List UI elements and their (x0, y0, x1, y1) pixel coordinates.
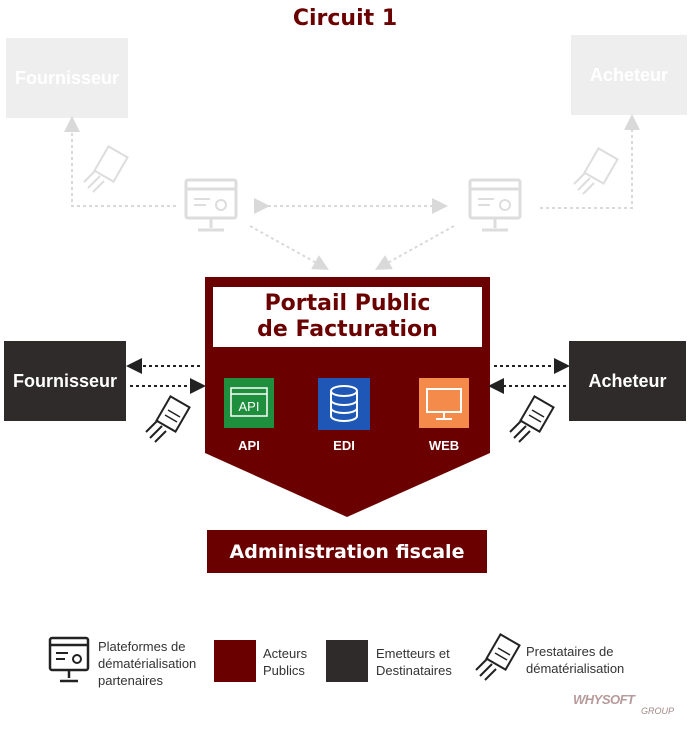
top-right-document-icon (573, 147, 619, 195)
whysoft-logo: WHYSOFT (573, 692, 635, 707)
monitor-icon (426, 388, 462, 420)
legend-providers-line2: dématérialisation (526, 661, 625, 676)
legend-platforms-text: Plateformes de dématérialisation partena… (98, 638, 196, 689)
top-flow-diagram (64, 114, 640, 270)
buyer-box: Acheteur (569, 341, 686, 421)
legend-providers-text: Prestataires de dématérialisation (526, 643, 624, 677)
admin-fiscale-box: Administration fiscale (207, 530, 487, 573)
admin-fiscale-label: Administration fiscale (229, 540, 465, 563)
supplier-label: Fournisseur (12, 370, 118, 391)
api-service-icon: API (224, 378, 274, 428)
supplier-box: Fournisseur (4, 341, 126, 421)
legend-platforms-line1: Plateformes de (98, 639, 186, 654)
top-left-arrow (64, 116, 176, 207)
top-supplier-box: Fournisseur (6, 38, 128, 118)
legend-public-text: Acteurs Publics (263, 645, 307, 679)
web-service-icon (419, 378, 469, 428)
legend-providers-line1: Prestataires de (526, 644, 614, 659)
edi-service-icon (318, 378, 370, 430)
legend-platforms-line3: partenaires (98, 673, 164, 688)
legend-platform-icon (48, 636, 90, 683)
right-provider-document-icon (509, 395, 555, 443)
top-right-arrow (540, 114, 640, 209)
legend-provider-document-icon (475, 633, 521, 681)
legend-public-swatch (214, 640, 256, 682)
left-provider-document-icon (145, 395, 191, 443)
legend-issuers-line1: Emetteurs et (376, 646, 450, 661)
api-icon-text: API (239, 399, 260, 414)
left-platform-icon (184, 178, 238, 232)
ppf-title-box: Portail Public de Facturation (213, 287, 482, 347)
legend-public-line2: Publics (263, 663, 305, 678)
top-left-document-icon (83, 145, 129, 193)
ppf-title-line1: Portail Public (264, 291, 431, 316)
buyer-label: Acheteur (588, 370, 667, 391)
legend-platforms-line2: dématérialisation (98, 656, 197, 671)
whysoft-logo-group: GROUP (641, 706, 675, 716)
top-buyer-label: Acheteur (589, 64, 669, 85)
database-icon (330, 385, 358, 422)
legend-issuers-line2: Destinataires (376, 663, 452, 678)
legend-issuers-text: Emetteurs et Destinataires (376, 645, 452, 679)
api-label: API (238, 438, 260, 453)
middle-flow-diagram (126, 358, 570, 443)
diagram-title: Circuit 1 (292, 6, 398, 31)
top-supplier-label: Fournisseur (14, 67, 120, 88)
web-label: WEB (428, 438, 460, 453)
ppf-title-line2: de Facturation (257, 317, 438, 342)
edi-label: EDI (333, 438, 355, 453)
legend-issuers-swatch (326, 640, 368, 682)
api-window-icon: API (230, 387, 268, 417)
right-platform-down-arrow (375, 225, 455, 270)
left-platform-down-arrow (249, 225, 329, 270)
top-buyer-box: Acheteur (571, 35, 687, 115)
right-platform-icon (468, 178, 522, 232)
legend-public-line1: Acteurs (263, 646, 308, 661)
